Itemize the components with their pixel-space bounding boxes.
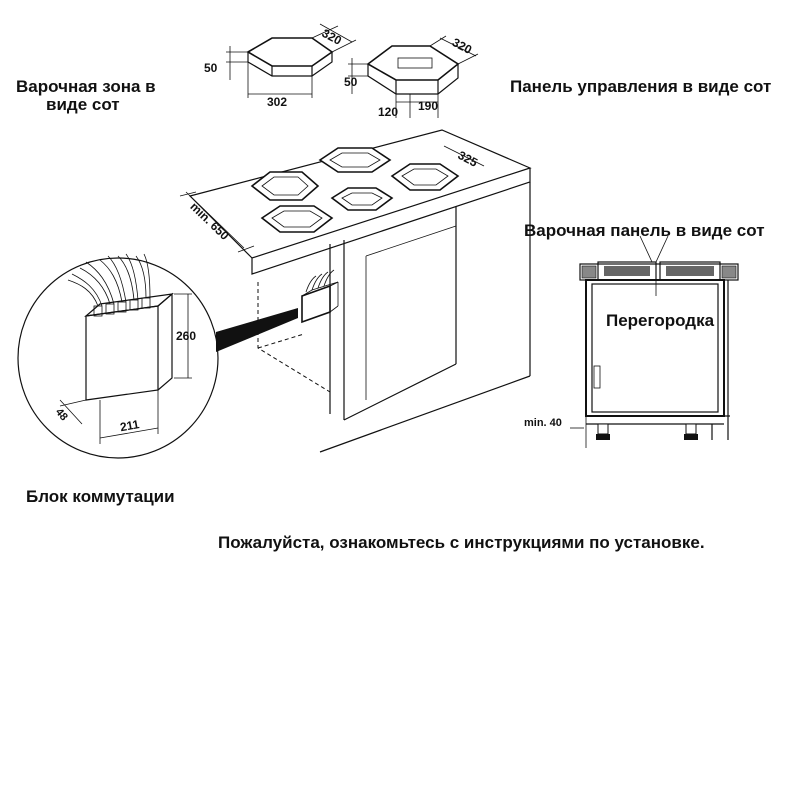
worktop-drawing: [179, 129, 532, 453]
hob-depth-dim: 325: [456, 148, 481, 170]
panel-depth-a-dim: 120: [378, 105, 398, 119]
control-panel-label: Панель управления в виде сот: [510, 77, 771, 96]
instructions-text: Пожалуйста, ознакомьтесь с инструкциями …: [218, 533, 705, 552]
cooking-zone-drawing: [226, 23, 357, 98]
block-height-dim: 260: [176, 329, 196, 343]
control-panel-drawing: [348, 35, 479, 118]
switch-block-label: Блок коммутации: [26, 487, 175, 506]
panel-depth-b-dim: 190: [418, 99, 438, 113]
partition-label: Перегородка: [606, 311, 715, 330]
cooking-zone-label-line1: Варочная зона в: [16, 77, 156, 96]
switch-block-detail: [17, 253, 219, 459]
zone-height-dim: 50: [204, 61, 218, 75]
magnifier-leader: [216, 308, 298, 352]
block-width-dim: 211: [119, 417, 141, 434]
block-depth-dim: 48: [53, 406, 70, 423]
clearance-min-dim: min. 40: [524, 417, 562, 429]
zone-depth-dim: 302: [267, 95, 287, 109]
panel-height-dim: 50: [344, 75, 358, 89]
hob-panel-label: Варочная панель в виде сот: [524, 221, 765, 240]
cabinet-section-drawing: [570, 235, 739, 448]
cooking-zone-label-line2: виде сот: [46, 95, 120, 114]
cutout-min-dim: min. 650: [187, 199, 232, 243]
zone-width-dim: 320: [320, 26, 345, 48]
